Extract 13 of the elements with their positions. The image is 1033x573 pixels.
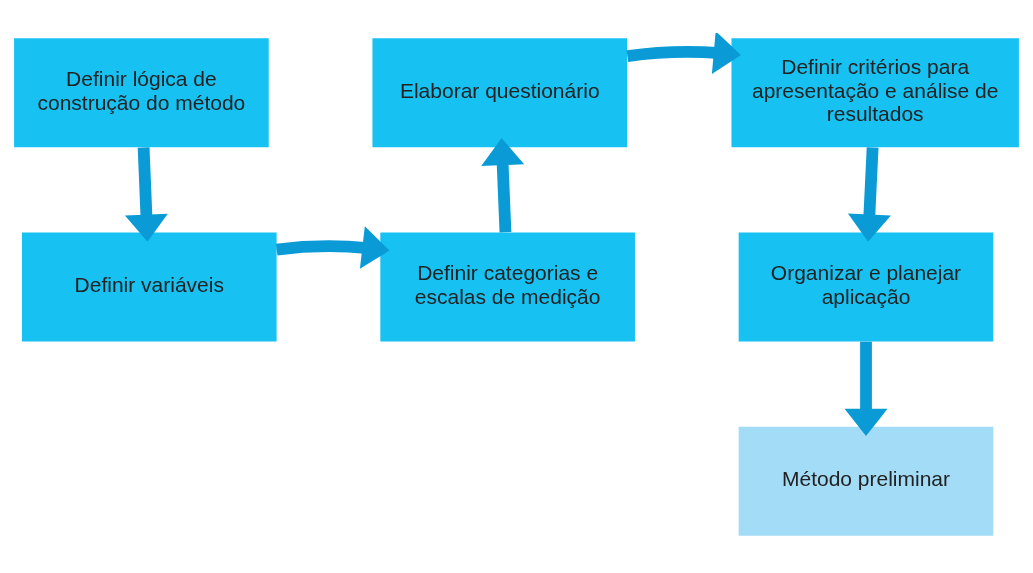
arrow [124,146,168,242]
node-box: Definir variáveis [21,232,277,341]
node-box: Método preliminar [738,426,994,536]
node-box: Elaborar questionário [372,37,628,147]
arrow [481,137,525,232]
node-box: Organizar e planejar aplicação [738,232,994,341]
arrow [844,341,888,436]
node-box: Definir critérios para apresentação e análise de resultados [731,37,1019,147]
node-box: Definir lógica de construção do método [14,37,269,147]
arrow [626,32,741,74]
arrow [275,225,390,269]
node-box: Definir categorias e escalas de medição [380,232,635,341]
arrow [847,146,891,242]
